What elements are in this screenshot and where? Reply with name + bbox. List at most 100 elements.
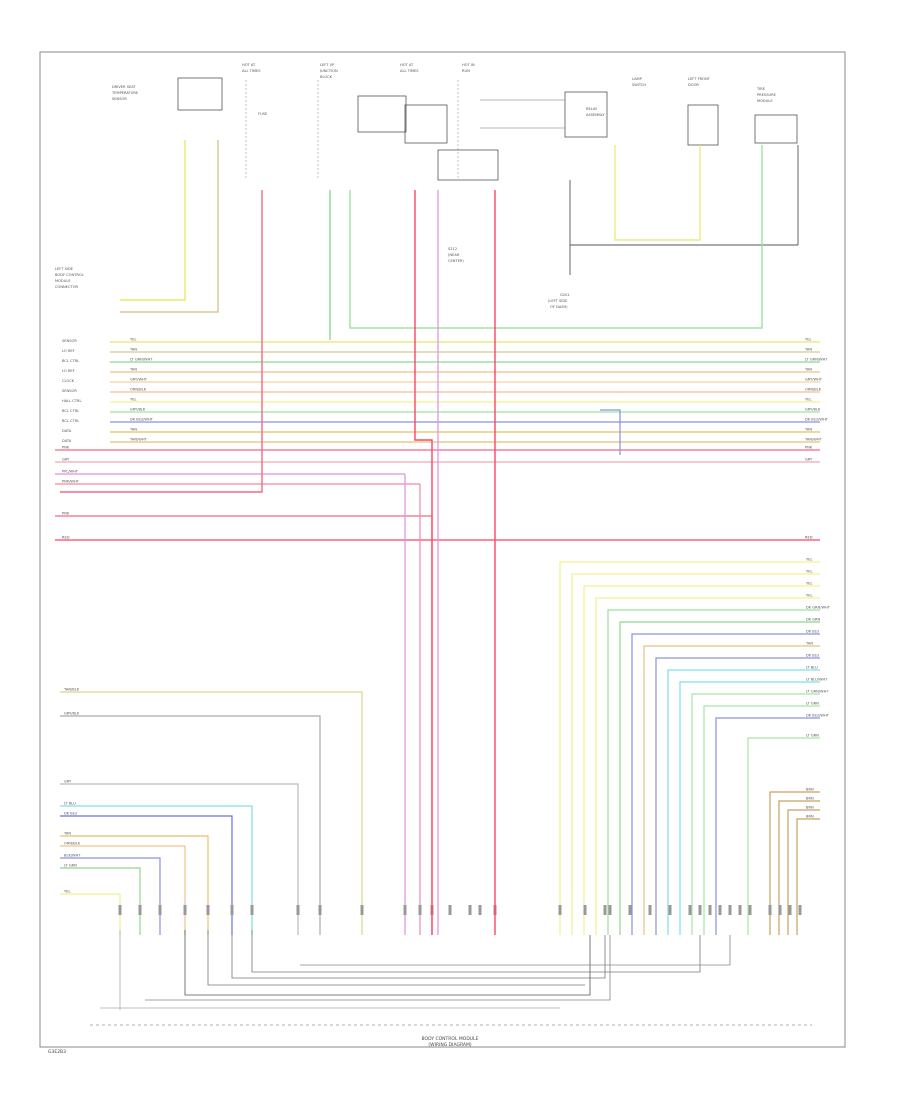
- wire-run: [559, 561, 820, 935]
- connector-pin: [418, 905, 422, 915]
- connector-pin: [648, 905, 652, 915]
- tire-pressure-module: TIRE PRESSURE MODULE: [754, 87, 798, 144]
- wire-run: [778, 800, 820, 935]
- wire-run: [595, 597, 820, 935]
- svg-text:CENTER): CENTER): [448, 259, 464, 263]
- wire-color-label: YEL: [806, 594, 812, 598]
- connector-pin: [728, 905, 732, 915]
- connector-pin: [230, 905, 234, 915]
- wire-run: [60, 845, 186, 935]
- block-title: CONNECTOR: [55, 285, 79, 289]
- wire-color-label: LT BLU: [806, 666, 818, 670]
- component-label: ALL TIMES: [242, 69, 261, 73]
- component-label: MODULE: [757, 99, 773, 103]
- wire-color-label: TAN: [804, 428, 812, 432]
- wire-color-label: YEL: [130, 338, 136, 342]
- ground-label: G201: [560, 293, 570, 297]
- ground-label: OF DASH): [550, 305, 568, 309]
- connector-pin: [583, 905, 587, 915]
- wire-run: [60, 867, 141, 935]
- wire-color-label: YEL: [805, 338, 811, 342]
- connector-pin: [118, 905, 122, 915]
- wire-color-label: GRY: [64, 780, 72, 784]
- wire-run: [60, 857, 161, 935]
- wire-color-label: PNK: [62, 512, 70, 516]
- top-feed-wires: [60, 140, 763, 935]
- module-caption: BODY CONTROL MODULE: [422, 1036, 479, 1042]
- connector-pin: [183, 905, 187, 915]
- upper-wire-bundle: YEL YEL TAN TAN LT GRN/WHT LT GRN/WHT TAN TAN GR…: [110, 338, 829, 443]
- connector-pin: [608, 905, 612, 915]
- connector-pin: [206, 905, 210, 915]
- connector-pin: [698, 905, 702, 915]
- wire-color-label: DK BLU/WHT: [130, 418, 154, 422]
- wire-color-label: DK BLU/WHT: [805, 418, 829, 422]
- connector-pin: [448, 905, 452, 915]
- wire-color-label: GRY/BLK: [64, 712, 80, 716]
- fuse-block-b: HOT AT ALL TIMES: [400, 63, 448, 144]
- connector-pin-label: LO REF: [62, 369, 75, 373]
- component-label: SWITCH: [632, 83, 646, 87]
- wire-run: [796, 818, 820, 935]
- diagram-code: G3E2B3: [48, 1049, 66, 1055]
- wire-color-label: GRY/BLK: [805, 408, 821, 412]
- wire-color-label: TAN: [129, 368, 137, 372]
- wire-color-label: YEL: [806, 570, 812, 574]
- wire-color-label: DK BLU: [806, 630, 820, 634]
- wire-color-label: DK BLU/WHT: [806, 714, 830, 718]
- wire-color-label: TAN: [63, 832, 71, 836]
- wire-color-label: PNK: [805, 446, 813, 450]
- component-label: DRIVER SEAT: [112, 85, 136, 89]
- connector-pin: [296, 905, 300, 915]
- connector-pin: [628, 905, 632, 915]
- ground-point: G201 (LEFT SIDE OF DASH): [548, 145, 799, 309]
- connector-pin-label: CLOCK: [62, 379, 75, 383]
- wire-color-label: PNK/WHT: [62, 480, 80, 484]
- component-label: LEFT I/P: [320, 63, 335, 67]
- wire-color-label: YEL: [806, 582, 812, 586]
- wire-color-label: LT GRN/WHT: [130, 358, 153, 362]
- component-label: TIRE: [756, 87, 766, 91]
- wire-color-label: GRY/WHT: [805, 378, 823, 382]
- module-caption-sub: (WIRING DIAGRAM): [428, 1042, 471, 1048]
- component-label: LAMP: [632, 77, 643, 81]
- wire-color-label: TAN: [129, 428, 137, 432]
- connector-pin-label: SENSOR: [62, 389, 77, 393]
- wire-color-label: YEL: [805, 398, 811, 402]
- wire-color-label: DK BLU: [806, 654, 820, 658]
- component-label: ALL TIMES: [400, 69, 419, 73]
- connector-pin: [478, 905, 482, 915]
- wire-color-label: TAN/WHT: [804, 438, 823, 442]
- component-label: LEFT FRONT: [688, 77, 711, 81]
- connector-pin: [748, 905, 752, 915]
- seat-temperature-sensor: DRIVER SEAT TEMPERATURE SENSOR: [111, 77, 223, 111]
- wire-color-label: LT BLU: [64, 802, 76, 806]
- wire-color-label: TAN: [804, 368, 812, 372]
- wire-color-label: BRN: [806, 797, 814, 801]
- connector-pin: [360, 905, 364, 915]
- wire-color-label: YEL: [806, 558, 812, 562]
- wire-color-label: LT GRN: [806, 702, 819, 706]
- wire-run: [667, 669, 820, 935]
- component-label: DOOR: [688, 83, 699, 87]
- wire-run: [691, 693, 820, 935]
- component-label: RELAY: [586, 107, 598, 111]
- wire-color-label: ORN/BLK: [805, 388, 822, 392]
- wire-run: [787, 809, 820, 935]
- wire-run: [643, 645, 820, 935]
- component-label: RUN: [462, 69, 470, 73]
- wire-color-label: TAN/WHT: [129, 438, 148, 442]
- connector-pin-label: BCL CTRL: [62, 409, 79, 413]
- wire-color-label: LT GRN/WHT: [805, 358, 828, 362]
- vertical-wire-drops: [118, 905, 802, 915]
- block-title: MODULE: [55, 279, 71, 283]
- wire-run: [571, 573, 820, 935]
- left-connector-block: LEFT SIDE BODY CONTROL MODULE CONNECTOR …: [55, 267, 84, 443]
- svg-text:(NEAR: (NEAR: [448, 253, 460, 257]
- wire-run: [679, 681, 820, 935]
- connector-pin: [558, 905, 562, 915]
- ground-label: (LEFT SIDE: [548, 299, 568, 303]
- wire-color-label: LT GRN/WHT: [806, 690, 829, 694]
